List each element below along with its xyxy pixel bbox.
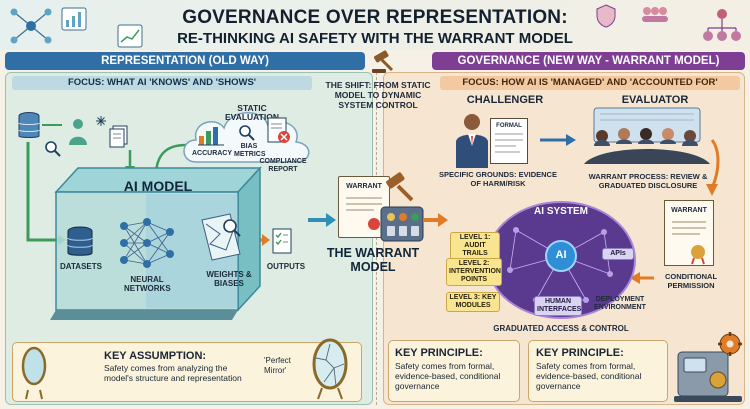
right-focus: FOCUS: HOW AI IS 'MANAGED' AND 'ACCOUNTE… bbox=[440, 76, 740, 90]
right-warrant-lines bbox=[672, 221, 706, 265]
broken-mirror-icon bbox=[312, 338, 348, 400]
static-eval-label: STATIC EVALUATION bbox=[225, 103, 279, 122]
ai-system-label: AI SYSTEM bbox=[534, 206, 588, 217]
challenger-label: CHALLENGER bbox=[466, 94, 544, 106]
level2-label: LEVEL 2: INTERVENTION POINTS bbox=[446, 258, 502, 286]
bias-label: BIAS METRICS bbox=[234, 143, 266, 158]
evaluator-label: EVALUATOR bbox=[621, 94, 689, 106]
ai-model-label: AI MODEL bbox=[123, 178, 193, 194]
divider bbox=[376, 72, 377, 405]
center-warrant-label: WARRANT bbox=[346, 183, 382, 190]
key-assumption-card bbox=[12, 342, 362, 402]
right-band: GOVERNANCE (NEW WAY - WARRANT MODEL) bbox=[432, 52, 745, 70]
chart-icon bbox=[61, 7, 87, 31]
document-lines bbox=[346, 197, 382, 230]
challenger-person-icon bbox=[456, 114, 488, 168]
analyst-icon bbox=[69, 119, 87, 145]
shield-icon bbox=[596, 4, 616, 28]
datasets-icon bbox=[67, 226, 93, 256]
conditional-label: CONDITIONAL PERMISSION bbox=[664, 272, 718, 290]
key-principle-head-2: KEY PRINCIPLE: bbox=[536, 347, 624, 359]
neural-label: NEURAL NETWORKS bbox=[124, 275, 171, 293]
ai-model-cube bbox=[50, 166, 262, 320]
key-principle-text-1: Safety comes from formal, evidence-based… bbox=[395, 361, 501, 391]
magnifier-icon bbox=[239, 125, 255, 141]
accuracy-label: ACCURACY bbox=[191, 150, 233, 157]
mirror-icon bbox=[21, 346, 47, 400]
outputs-label: OUTPUTS bbox=[266, 262, 306, 271]
deploy-label: DEPLOYMENT ENVIRONMENT bbox=[594, 296, 646, 311]
network-icon bbox=[10, 8, 52, 44]
neural-network-icon bbox=[120, 218, 174, 268]
apis-label: APIs bbox=[602, 248, 634, 260]
compliance-label: COMPLIANCE REPORT bbox=[259, 158, 307, 173]
right-warrant-label: WARRANT bbox=[671, 207, 707, 214]
people-icon bbox=[642, 7, 668, 22]
mirror-label: 'Perfect Mirror' bbox=[264, 356, 291, 375]
weights-label: WEIGHTS & BIASES bbox=[206, 270, 252, 288]
formal-document bbox=[490, 118, 528, 164]
evaluator-panel-icon bbox=[584, 107, 710, 164]
weights-icon bbox=[201, 213, 241, 261]
level1-label: LEVEL 1: AUDIT TRAILS bbox=[450, 232, 500, 260]
left-focus: FOCUS: WHAT AI 'KNOWS' AND 'SHOWS' bbox=[12, 76, 312, 90]
database-icon bbox=[18, 112, 40, 138]
key-principle-card-1 bbox=[388, 340, 520, 402]
right-warrant-document bbox=[664, 200, 714, 266]
sparkle-icon bbox=[96, 116, 106, 126]
key-principle-card-2 bbox=[528, 340, 668, 402]
page-title: GOVERNANCE OVER REPRESENTATION: bbox=[182, 7, 568, 28]
outputs-icon bbox=[272, 228, 292, 254]
formal-label: FORMAL bbox=[496, 123, 522, 129]
magnifier-icon bbox=[45, 141, 61, 157]
key-assumption-head: KEY ASSUMPTION: bbox=[104, 350, 207, 362]
grounds-label: SPECIFIC GROUNDS: EVIDENCE OF HARM/RISK bbox=[439, 170, 557, 188]
key-assumption-text: Safety comes from analyzing the model's … bbox=[104, 363, 242, 383]
left-band: REPRESENTATION (OLD WAY) bbox=[5, 52, 365, 70]
ai-core-label: AI bbox=[555, 249, 567, 261]
shift-label: THE SHIFT: FROM STATIC MODEL TO DYNAMIC … bbox=[325, 80, 431, 110]
warrant-model-label: THE WARRANT MODEL bbox=[326, 246, 420, 274]
growth-chart-icon bbox=[117, 24, 143, 48]
control-panel-icon bbox=[380, 206, 424, 242]
key-principle-head-1: KEY PRINCIPLE: bbox=[395, 347, 483, 359]
process-label: WARRANT PROCESS: REVIEW & GRADUATED DISC… bbox=[588, 172, 708, 190]
bar-chart-icon bbox=[198, 127, 224, 146]
key-principle-text-2: Safety comes from formal, evidence-based… bbox=[536, 361, 642, 391]
datasets-label: DATASETS bbox=[60, 262, 102, 271]
document-stack-icon bbox=[109, 125, 128, 148]
graduated-label: GRADUATED ACCESS & CONTROL bbox=[493, 324, 629, 333]
machine-gears-icon bbox=[674, 332, 742, 402]
page-subtitle: RE-THINKING AI SAFETY WITH THE WARRANT M… bbox=[177, 30, 573, 47]
gavel-icon bbox=[386, 172, 414, 202]
gavel-icon bbox=[372, 50, 394, 73]
report-icon bbox=[267, 117, 290, 143]
formal-lines bbox=[495, 133, 523, 153]
level3-label: LEVEL 3: KEY MODULES bbox=[446, 292, 500, 312]
human-label: HUMAN INTERFACES bbox=[534, 296, 582, 316]
org-chart-icon bbox=[703, 9, 741, 41]
